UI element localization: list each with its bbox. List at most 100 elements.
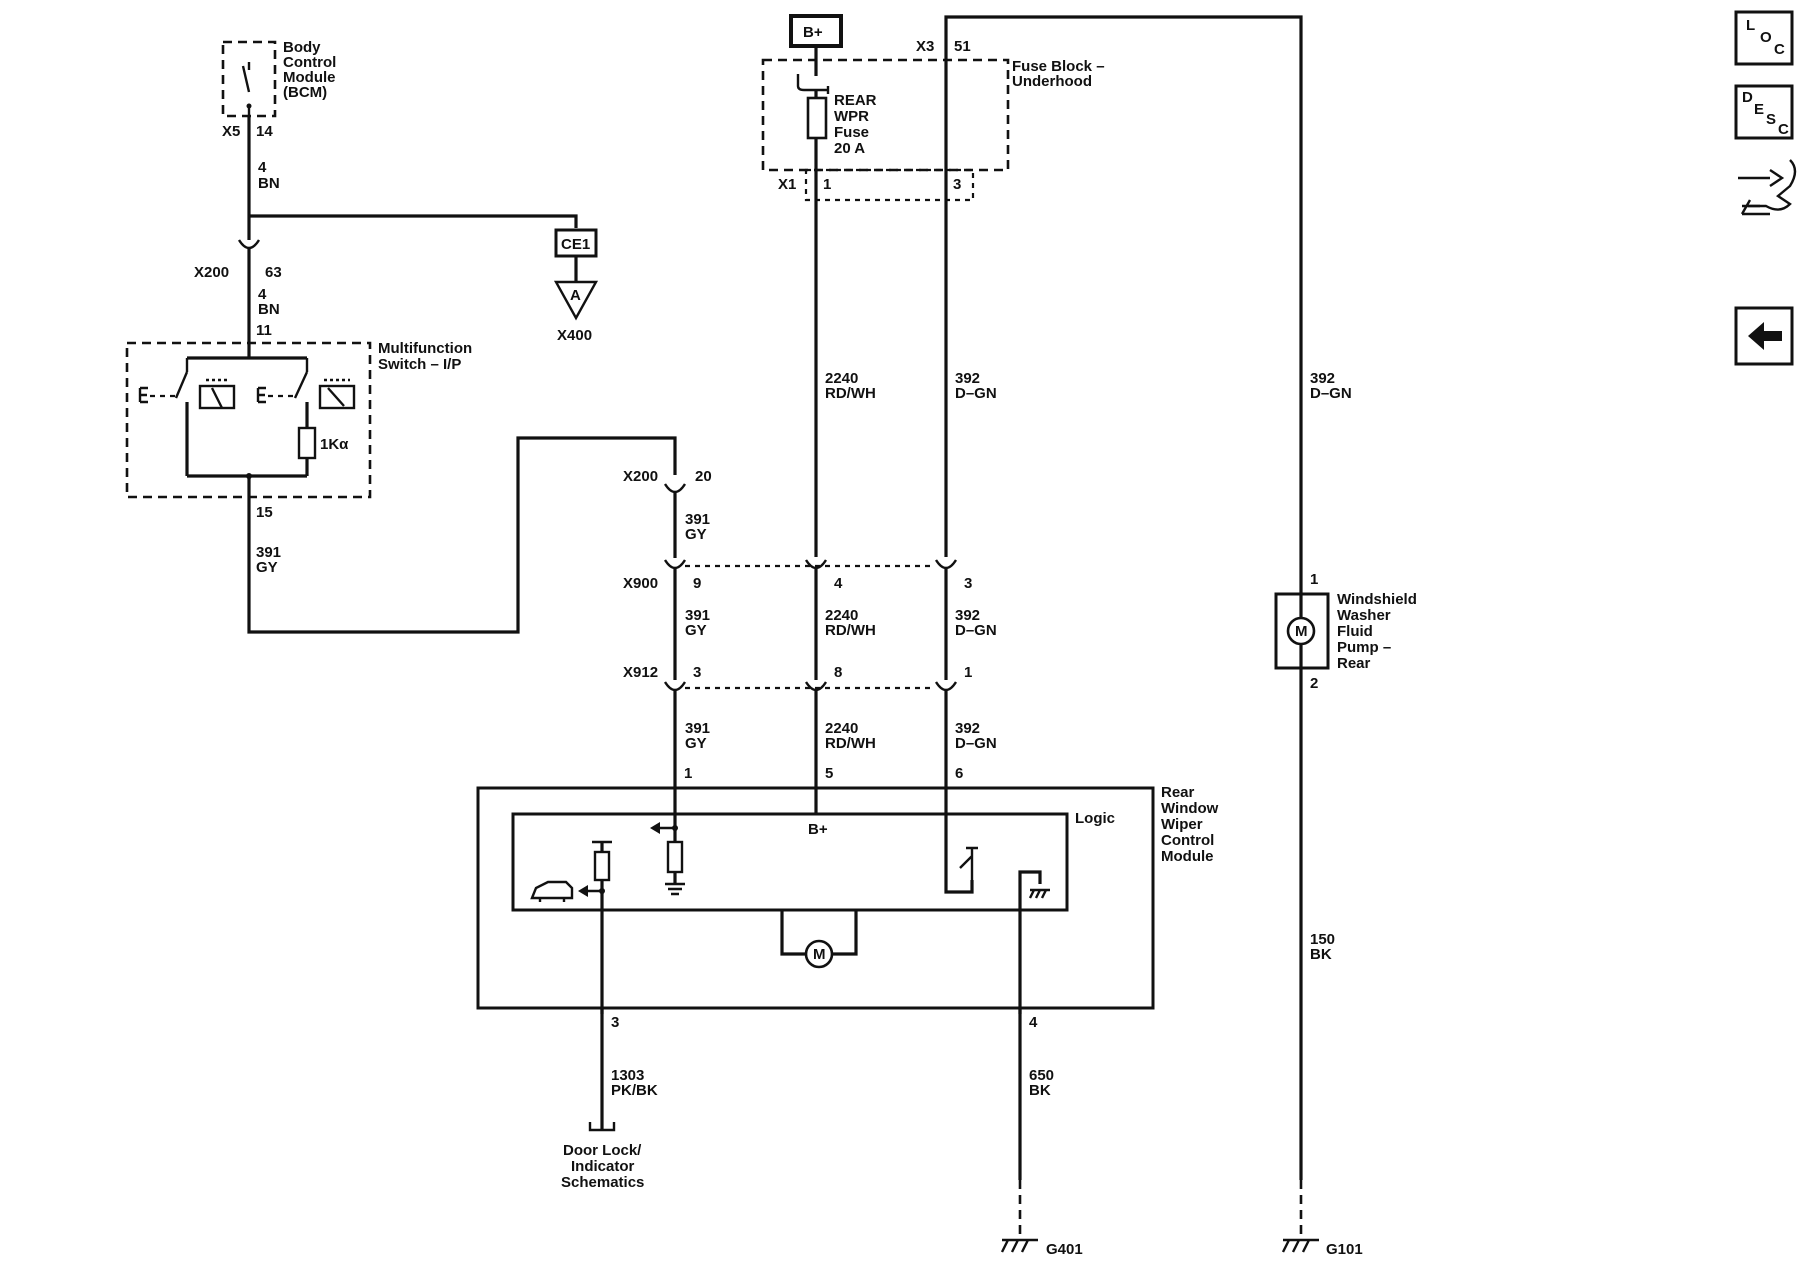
- windshield-washer-pump-rear: M 1 2 Windshield Washer Fluid Pump – Rea…: [1274, 571, 1417, 692]
- diagram-label: M: [813, 946, 826, 963]
- diagram-label: 1303: [611, 1067, 644, 1084]
- ce1-connector[interactable]: CE1 A X400: [553, 228, 599, 344]
- wiper-motor: [804, 939, 834, 969]
- x200-connector-63: X200 63: [194, 239, 282, 281]
- diagram-label: D–GN: [955, 622, 997, 639]
- diagram-label: Module: [283, 69, 336, 86]
- diagram-label: X912: [623, 664, 658, 681]
- diagram-label: 15: [256, 504, 273, 521]
- diagram-label: C: [1774, 41, 1785, 58]
- diagram-label: 1: [1310, 571, 1318, 588]
- rear-window-wiper-control-module: Rear Window Wiper Control Module 1 5 6 L…: [476, 765, 1219, 1031]
- vehicle-door-icon: [530, 880, 574, 902]
- diagram-label: CE1: [561, 236, 590, 253]
- diagram-label: Indicator: [571, 1158, 635, 1175]
- diagram-label: 391: [685, 607, 710, 624]
- diagram-label: 2240: [825, 370, 858, 387]
- diagram-label: 11: [256, 322, 272, 339]
- diagram-label: Schematics: [561, 1174, 644, 1191]
- diagram-label: BK: [1310, 946, 1332, 963]
- diagram-label: 392: [955, 370, 980, 387]
- diagram-label: Washer: [1337, 607, 1391, 624]
- battery-positive: B+: [789, 14, 843, 48]
- diagram-label: REAR: [834, 92, 877, 109]
- x900-connector: X900 9 4 3: [623, 559, 972, 592]
- diagram-label: RD/WH: [825, 385, 876, 402]
- diagram-label: D–GN: [955, 735, 997, 752]
- diagram-label: Rear: [1161, 784, 1195, 801]
- diagram-label: Module: [1161, 848, 1214, 865]
- diagram-label: O: [1760, 29, 1772, 46]
- diagram-label: 392: [955, 607, 980, 624]
- diagram-label: RD/WH: [825, 735, 876, 752]
- diagram-label: Switch – I/P: [378, 356, 461, 373]
- diagram-label: Wiper: [1161, 816, 1203, 833]
- diagram-label: RD/WH: [825, 622, 876, 639]
- diagram-label: 20: [695, 468, 712, 485]
- ground-g401: G401: [1000, 1238, 1083, 1258]
- diagram-label: Rear: [1337, 655, 1371, 672]
- diagram-label: WPR: [834, 108, 869, 125]
- diagram-label: 391: [256, 544, 281, 561]
- diagram-label: 51: [954, 38, 971, 55]
- diagram-label: C: [1778, 121, 1789, 138]
- diagram-label: Control: [1161, 832, 1214, 849]
- diagram-label: 4: [258, 286, 267, 303]
- loc-button[interactable]: L O C: [1734, 10, 1794, 66]
- diagram-label: A: [570, 287, 581, 304]
- diagram-label: (BCM): [283, 84, 327, 101]
- diagram-label: X200: [194, 264, 229, 281]
- diagram-label: 2240: [825, 607, 858, 624]
- diagram-label: Underhood: [1012, 73, 1092, 90]
- fuse-block-underhood: Fuse Block – Underhood REAR WPR Fuse 20 …: [761, 58, 1105, 202]
- diagram-label: 20 A: [834, 140, 865, 157]
- x912-connector: X912 3 8 1: [623, 664, 972, 692]
- diagram-label: Body: [283, 39, 321, 56]
- diagram-label: GY: [685, 622, 707, 639]
- diagram-label: Window: [1161, 800, 1219, 817]
- diagram-label: Pump –: [1337, 639, 1391, 656]
- diagram-label: 391: [685, 720, 710, 737]
- diagram-label: Door Lock/: [563, 1142, 642, 1159]
- diagram-label: Fuse: [834, 124, 869, 141]
- diagram-label: G401: [1046, 1241, 1083, 1258]
- diagram-label: 9: [693, 575, 701, 592]
- diagram-label: L: [1746, 17, 1755, 34]
- connector-tool-icon[interactable]: [1738, 159, 1797, 216]
- back-button[interactable]: [1734, 306, 1794, 366]
- diagram-label: E: [1754, 101, 1764, 118]
- diagram-label: 1: [684, 765, 692, 782]
- diagram-label: Multifunction: [378, 340, 472, 357]
- diagram-label: G101: [1326, 1241, 1363, 1258]
- diagram-label: 2240: [825, 720, 858, 737]
- diagram-label: X3: [916, 38, 934, 55]
- diagram-label: B+: [808, 821, 828, 838]
- diagram-label: D–GN: [955, 385, 997, 402]
- diagram-label: 8: [834, 664, 842, 681]
- diagram-label: Fuse Block –: [1012, 58, 1105, 75]
- diagram-label: M: [1295, 623, 1308, 640]
- door-lock-schematics-link[interactable]: Door Lock/ Indicator Schematics: [561, 1142, 644, 1191]
- diagram-label: 3: [611, 1014, 619, 1031]
- diagram-label: Fluid: [1337, 623, 1373, 640]
- diagram-label: 1: [964, 664, 972, 681]
- bcm-pin: 14: [256, 123, 273, 140]
- diagram-label: 650: [1029, 1067, 1054, 1084]
- diagram-label: S: [1766, 111, 1776, 128]
- diagram-label: 3: [953, 176, 961, 193]
- x200-connector-20: X200 20: [623, 468, 712, 494]
- diagram-label: 391: [685, 511, 710, 528]
- diagram-label: GY: [256, 559, 278, 576]
- diagram-label: GY: [685, 526, 707, 543]
- desc-button[interactable]: D E S C: [1734, 84, 1794, 140]
- diagram-label: 392: [955, 720, 980, 737]
- multifunction-switch: Multifunction Switch – I/P 1Kα 15: [125, 340, 472, 521]
- diagram-label: X900: [623, 575, 658, 592]
- diagram-label: B+: [803, 24, 823, 41]
- body-control-module: Body Control Module (BCM) X5 14: [221, 39, 336, 140]
- diagram-label: BN: [258, 301, 280, 318]
- diagram-label: 4: [1029, 1014, 1038, 1031]
- diagram-label: 6: [955, 765, 963, 782]
- diagram-label: GY: [685, 735, 707, 752]
- diagram-label: 392: [1310, 370, 1335, 387]
